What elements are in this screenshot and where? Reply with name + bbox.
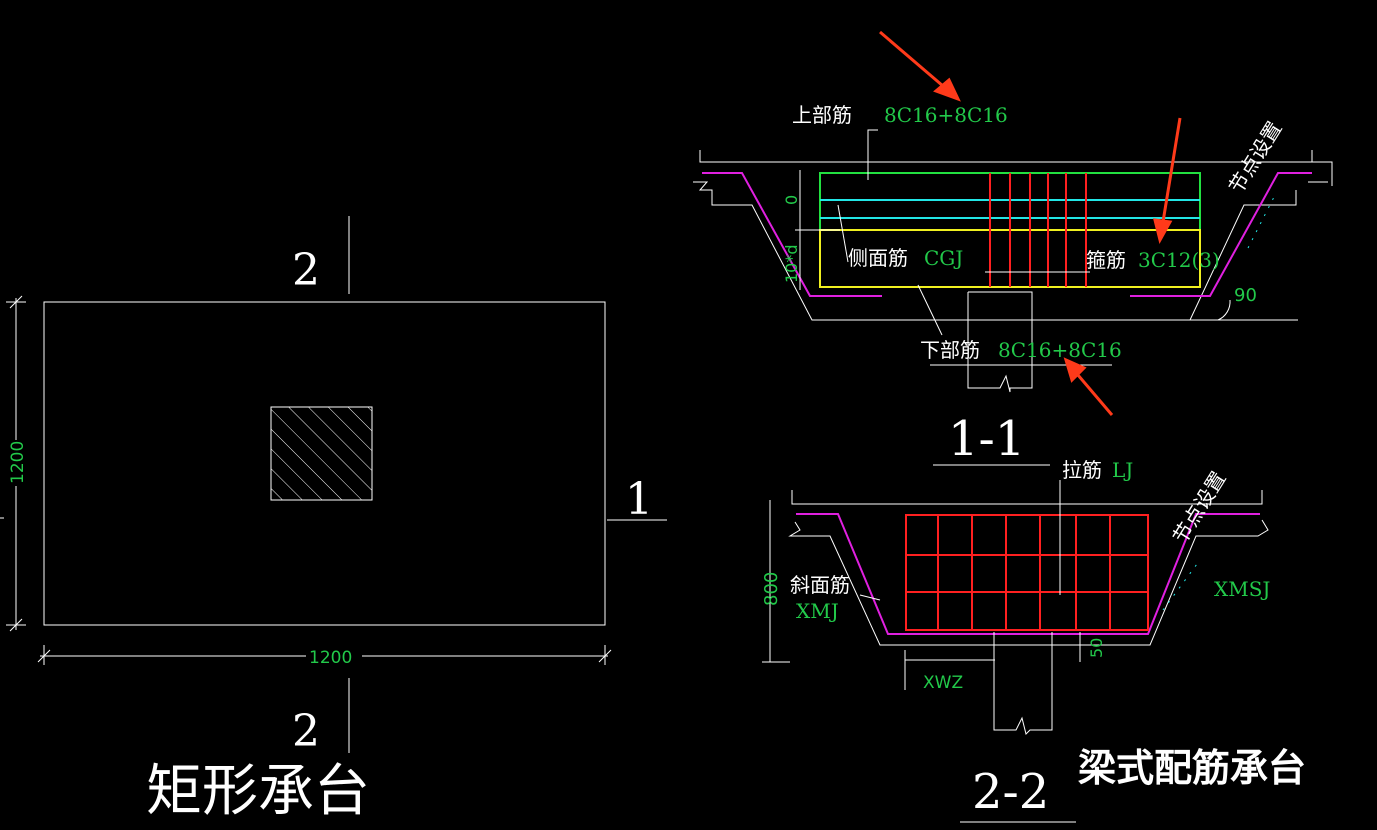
- arrow-stirrup: [1160, 117, 1182, 229]
- section-2-2-title: 2-2: [972, 764, 1049, 820]
- plan-view: [0, 216, 667, 753]
- stirrup-value[interactable]: 3C12(3): [1138, 248, 1220, 272]
- main-caption: 梁式配筋承台: [1078, 746, 1306, 790]
- top-bar-label: 上部筋: [792, 103, 852, 127]
- section-label-right: 1: [625, 474, 653, 525]
- dim-800: 800: [761, 572, 782, 606]
- column-hatched[interactable]: [270, 406, 373, 501]
- side-bar-value[interactable]: CGJ: [924, 246, 963, 270]
- tie-label: 拉筋: [1062, 458, 1102, 482]
- arrow-top-bar: [879, 30, 951, 94]
- tie-value[interactable]: LJ: [1112, 458, 1133, 482]
- xwz-value: XWZ: [923, 673, 963, 693]
- slope-value[interactable]: XMJ: [796, 599, 839, 623]
- section-label-top: 2: [292, 245, 320, 296]
- arrow-bottom-bar: [1070, 367, 1114, 416]
- section-label-bottom: 2: [292, 706, 320, 757]
- slope-side-value[interactable]: XMSJ: [1214, 577, 1270, 601]
- section-2-2-lines: [762, 480, 1269, 823]
- section-1-1-title: 1-1: [948, 411, 1025, 467]
- dim-10d: 10*d: [782, 244, 801, 283]
- dim-zero: 0: [782, 195, 801, 205]
- bottom-bar-value[interactable]: 8C16+8C16: [998, 338, 1122, 362]
- section-1-1-lines: [693, 129, 1333, 466]
- dim-width-value: 1200: [309, 648, 352, 668]
- dim-height-value: 1200: [8, 441, 28, 484]
- slope-label: 斜面筋: [790, 573, 850, 597]
- side-bar-label: 侧面筋: [848, 246, 908, 270]
- angle-value: 90: [1234, 285, 1257, 306]
- bottom-bar-label: 下部筋: [920, 338, 980, 362]
- pile-cap-outline[interactable]: [43, 301, 606, 626]
- top-bar-value[interactable]: 8C16+8C16: [884, 103, 1008, 127]
- annotation-arrows: [879, 30, 1182, 416]
- plan-caption: 矩形承台: [146, 759, 370, 824]
- stirrup-label: 箍筋: [1086, 248, 1126, 272]
- dim-50: 50: [1087, 638, 1106, 658]
- node-setting-1[interactable]: 节点设置: [1224, 117, 1287, 198]
